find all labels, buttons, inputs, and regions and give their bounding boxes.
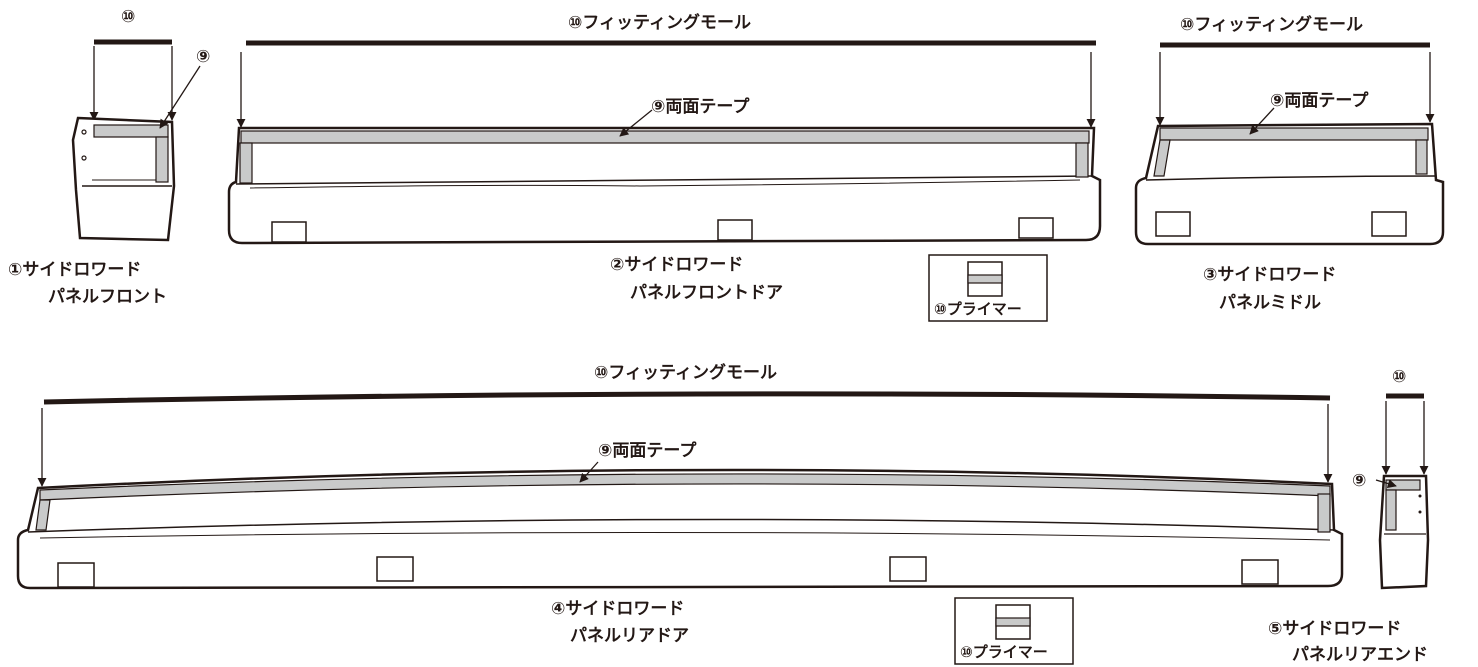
- part-3-tape-leader: [1249, 107, 1275, 135]
- part-1-name: ①サイドロワード: [8, 260, 142, 280]
- part-4-clip: [57, 562, 95, 588]
- part-3-body: [1134, 122, 1445, 246]
- part-1-molding-label: ⑩: [121, 7, 136, 27]
- part-4-tape-leader: [579, 461, 599, 483]
- part-5-tape-leader: [1375, 479, 1397, 489]
- part-3-clip: [1155, 211, 1191, 237]
- part-1-body: [71, 116, 176, 242]
- part-5-tape-top: [1385, 479, 1421, 491]
- part-3-panel: [1134, 42, 1445, 246]
- part-5-molding-label: ⑩: [1392, 367, 1407, 387]
- part-4-clip: [889, 556, 927, 582]
- part-4-molding: [43, 391, 1331, 405]
- part-3-tape-label: ⑨両面テープ: [1270, 91, 1369, 111]
- part-3-clip: [1371, 211, 1407, 237]
- part-1-tape-side: [155, 136, 169, 183]
- part-5-name: ⑤サイドロワード: [1268, 619, 1402, 639]
- part-1-tape-label: ⑨: [196, 47, 211, 67]
- part-4-subname: パネルリアドア: [570, 626, 689, 646]
- part-1-subname: パネルフロント: [48, 287, 167, 307]
- part-4-clip: [376, 556, 414, 582]
- primer-label: ⑩プライマー: [934, 300, 1022, 318]
- part-1-panel: [71, 39, 201, 242]
- part-3-molding-label: ⑩フィッティングモール: [1180, 15, 1364, 35]
- part-2-tape-label: ⑨両面テープ: [651, 97, 750, 117]
- part-2-tape-leader: [619, 109, 653, 137]
- part-1-tape-top: [93, 124, 169, 138]
- part-2-panel: [227, 40, 1102, 245]
- part-1-tape-leader: [159, 65, 201, 129]
- part-2-molding-label: ⑩フィッティングモール: [568, 13, 752, 33]
- part-5-panel: [1375, 393, 1430, 590]
- primer-box: [928, 254, 1048, 322]
- part-3-subname: パネルミドル: [1219, 293, 1321, 313]
- part-3-tape-top: [1159, 127, 1429, 141]
- primer-label: ⑩プライマー: [960, 643, 1048, 661]
- part-3-name: ③サイドロワード: [1203, 265, 1337, 285]
- part-5-subname: パネルリアエンド: [1292, 645, 1428, 665]
- part-2-clip: [717, 219, 753, 241]
- part-2-name: ②サイドロワード: [610, 255, 744, 275]
- part-4-panel: [16, 391, 1344, 590]
- part-2-subname: パネルフロントドア: [630, 283, 783, 303]
- part-4-tape-label: ⑨両面テープ: [598, 441, 697, 461]
- part-2-clip: [1018, 217, 1054, 239]
- primer-box: [954, 597, 1074, 665]
- part-4-clip: [1241, 559, 1279, 585]
- part-4-body: [16, 468, 1344, 590]
- part-5-tape-label: ⑨: [1352, 471, 1367, 491]
- part-2-tape-top: [240, 130, 1090, 144]
- part-4-name: ④サイドロワード: [551, 599, 685, 619]
- part-2-clip: [271, 221, 307, 243]
- part-4-molding-label: ⑩フィッティングモール: [594, 363, 778, 383]
